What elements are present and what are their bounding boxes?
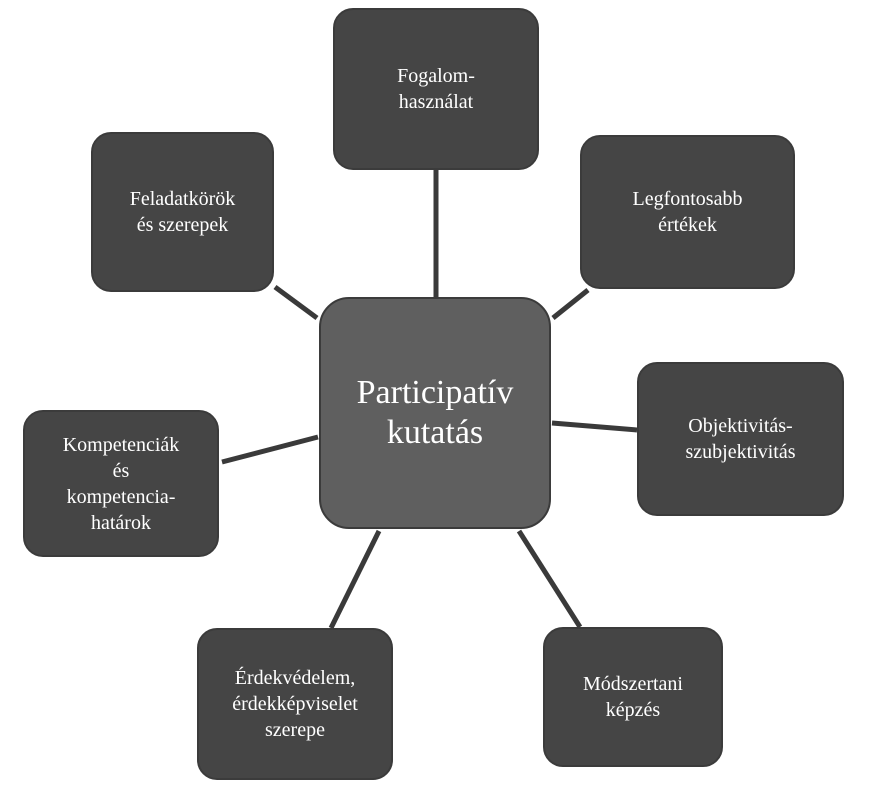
connector-modszertani (516, 529, 583, 629)
connector-kompetenciak (221, 434, 319, 465)
node-label: Módszertani képzés (583, 673, 683, 721)
connector-legfontosabb (551, 288, 590, 320)
connector-objektivitas (551, 420, 638, 433)
node-erdekvedelem: Érdekvédelem, érdekképviselet szerepe (197, 628, 393, 780)
node-legfontosabb-ertekek: Legfontosabb értékek (580, 135, 795, 289)
center-node: Participatív kutatás (319, 297, 551, 529)
node-feladatkorok-es-szerepek: Feladatkörök és szerepek (91, 132, 274, 292)
node-label: Legfontosabb értékek (632, 188, 743, 236)
node-modszertani-kepzes: Módszertani képzés (543, 627, 723, 767)
node-label: Fogalom- használat (397, 65, 475, 113)
connector-feladatkorok (273, 284, 319, 321)
center-node-label: Participatív kutatás (356, 374, 514, 451)
node-label: Kompetenciák és kompetencia- határok (62, 433, 180, 534)
node-fogalomhasznalat: Fogalom- használat (333, 8, 539, 170)
node-label: Feladatkörök és szerepek (129, 188, 236, 236)
connector-erdekvedelem (328, 529, 382, 630)
node-kompetenciak: Kompetenciák és kompetencia- határok (23, 410, 219, 557)
node-label: Objektivitás- szubjektivitás (685, 415, 796, 463)
node-label: Érdekvédelem, érdekképviselet szerepe (232, 667, 358, 741)
node-objektivitas-szubjektivitas: Objektivitás- szubjektivitás (637, 362, 844, 516)
